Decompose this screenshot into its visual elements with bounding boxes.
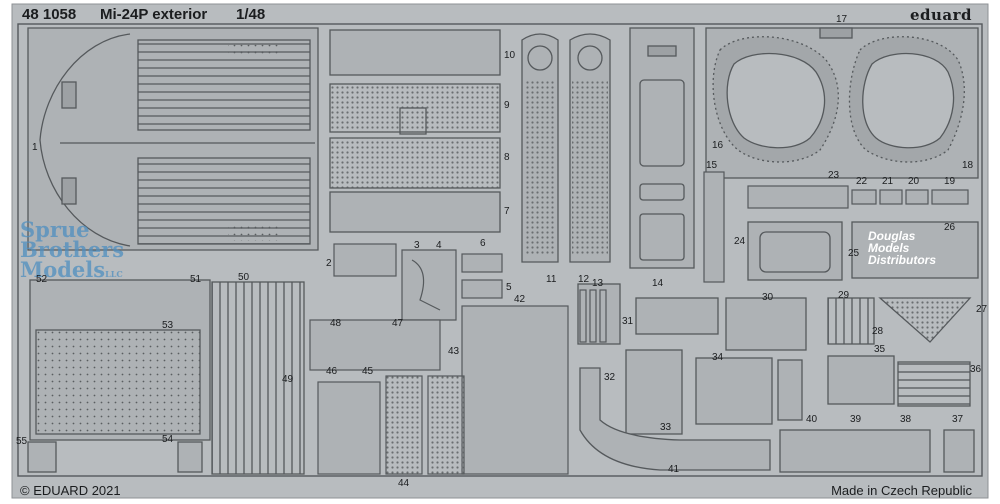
part-number: 41 xyxy=(668,464,680,475)
part-number: 37 xyxy=(952,414,964,425)
part-number: 40 xyxy=(806,414,818,425)
part-number: 35 xyxy=(874,344,886,355)
part-number: 8 xyxy=(504,152,510,163)
part-number: 4 xyxy=(436,240,442,251)
part-number: 29 xyxy=(838,290,850,301)
part-number: 51 xyxy=(190,274,202,285)
watermark-word: Brothers xyxy=(20,237,125,262)
part-number: 48 xyxy=(330,318,342,329)
part-number: 26 xyxy=(944,222,956,233)
set-code: 48 1058 xyxy=(22,6,77,23)
part-11-12-strips xyxy=(521,33,611,263)
part-number: 55 xyxy=(16,436,28,447)
part-number: 34 xyxy=(712,352,724,363)
part-number: 30 xyxy=(762,292,774,303)
part-number: 10 xyxy=(504,50,516,61)
part-number: 36 xyxy=(970,364,982,375)
part-number: 5 xyxy=(506,282,512,293)
part-27-41-assemblies xyxy=(577,283,975,473)
part-7-10-panels xyxy=(329,29,501,233)
part-number: 23 xyxy=(828,170,840,181)
douglas-models-watermark: Douglas Models Distributors xyxy=(868,230,936,266)
part-number: 32 xyxy=(604,372,616,383)
part-1-cowling xyxy=(27,27,319,251)
part-number: 6 xyxy=(480,238,486,249)
part-number: 15 xyxy=(706,160,718,171)
part-2-6-items xyxy=(333,243,503,321)
part-number: 44 xyxy=(398,478,410,489)
part-number: 49 xyxy=(282,374,294,385)
part-number: 42 xyxy=(514,294,526,305)
watermark-word: Models xyxy=(868,241,910,255)
part-number: 25 xyxy=(848,248,860,259)
part-49-55-left-panels xyxy=(27,279,305,475)
watermark-word: Distributors xyxy=(868,253,937,267)
part-number: 19 xyxy=(944,176,956,187)
part-42-44-bars xyxy=(309,305,569,475)
part-number: 50 xyxy=(238,272,250,283)
copyright-text: © EDUARD 2021 xyxy=(20,483,121,498)
fret-frame xyxy=(17,23,983,477)
part-number: 28 xyxy=(872,326,884,337)
part-number: 47 xyxy=(392,318,404,329)
part-number: 39 xyxy=(850,414,862,425)
part-number: 11 xyxy=(546,274,557,285)
part-number: 52 xyxy=(36,274,48,285)
part-number: 9 xyxy=(504,100,510,111)
part-number: 22 xyxy=(856,176,868,187)
part-number: 21 xyxy=(882,176,894,187)
part-14-frame xyxy=(629,27,695,269)
set-scale: 1/48 xyxy=(236,6,266,23)
part-number: 1 xyxy=(32,142,38,153)
part-number: 46 xyxy=(326,366,338,377)
sprue-brothers-watermark: Sprue Brothers ModelsLLC xyxy=(20,217,125,284)
watermark-word: Douglas xyxy=(868,229,916,243)
part-number: 24 xyxy=(734,236,746,247)
part-number: 3 xyxy=(414,240,420,251)
part-number: 43 xyxy=(448,346,460,357)
part-number: 31 xyxy=(622,316,634,327)
part-number: 54 xyxy=(162,434,174,445)
set-title: Mi-24P exterior xyxy=(100,6,208,23)
part-number: 27 xyxy=(976,304,988,315)
part-number: 33 xyxy=(660,422,672,433)
part-number: 2 xyxy=(326,258,332,269)
watermark-word: Sprue xyxy=(20,217,90,242)
part-number: 13 xyxy=(592,278,604,289)
part-number: 53 xyxy=(162,320,174,331)
part-number: 20 xyxy=(908,176,920,187)
part-13-15-slats xyxy=(579,171,725,343)
eduard-logo: eduard xyxy=(909,6,972,24)
watermark-word: ModelsLLC xyxy=(20,257,123,282)
part-number: 12 xyxy=(578,274,590,285)
part-19-23-hinges xyxy=(747,185,969,209)
part-number: 17 xyxy=(836,14,848,25)
origin-text: Made in Czech Republic xyxy=(831,483,972,498)
part-16-18-window-frames xyxy=(705,27,979,179)
part-number: 38 xyxy=(900,414,912,425)
part-24-26-panels xyxy=(747,221,979,281)
part-number: 7 xyxy=(504,206,510,217)
part-number: 45 xyxy=(362,366,374,377)
part-number: 16 xyxy=(712,140,724,151)
part-number: 18 xyxy=(962,160,974,171)
part-number: 14 xyxy=(652,278,664,289)
